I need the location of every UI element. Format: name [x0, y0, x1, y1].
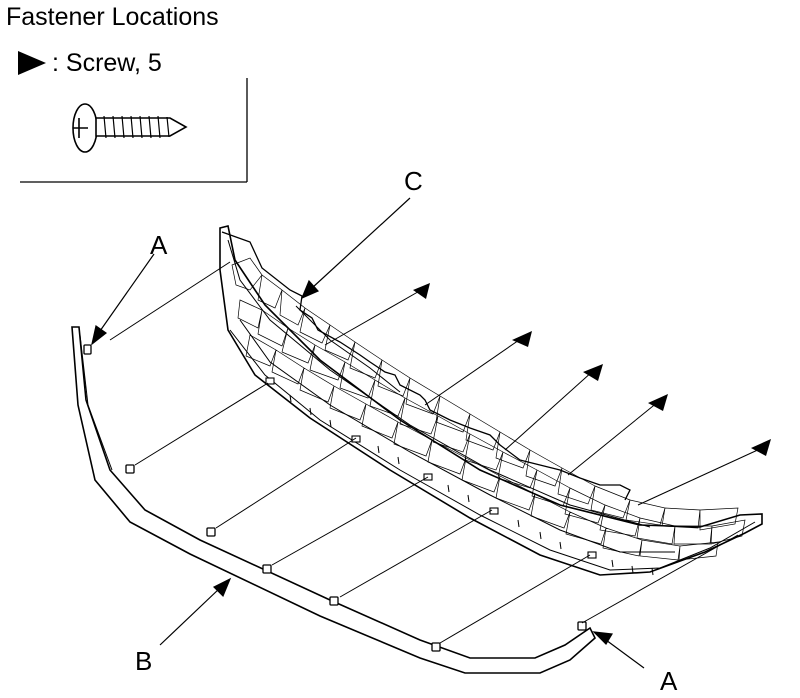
screw-illustration-icon [72, 103, 188, 153]
callout-b: B [135, 646, 153, 676]
grille-mesh [231, 257, 746, 561]
screw-marker-4 [648, 394, 668, 411]
screw-marker-3 [583, 364, 603, 381]
callout-a-upper: A [150, 230, 168, 260]
screw-marker-icon [18, 51, 46, 75]
molding-clips [83, 344, 587, 652]
screw-location-markers [413, 283, 771, 456]
legend-box-border [20, 78, 248, 183]
callout-c: C [404, 166, 423, 196]
callout-a-lower: A [660, 666, 678, 696]
legend: : Screw, 5 [18, 47, 162, 79]
grille-lower-tabs [265, 377, 597, 559]
screw-marker-1 [413, 283, 430, 299]
grille-assembly [219, 225, 763, 576]
screw-marker-2 [512, 331, 532, 347]
legend-text: : Screw, 5 [52, 48, 162, 77]
grille-lower-teeth [289, 394, 654, 576]
lower-molding-b [71, 326, 596, 674]
screw-marker-5 [751, 439, 771, 456]
diagram-title: Fastener Locations [6, 3, 219, 31]
leader-lines [109, 261, 763, 644]
callout-arrows [91, 197, 645, 669]
